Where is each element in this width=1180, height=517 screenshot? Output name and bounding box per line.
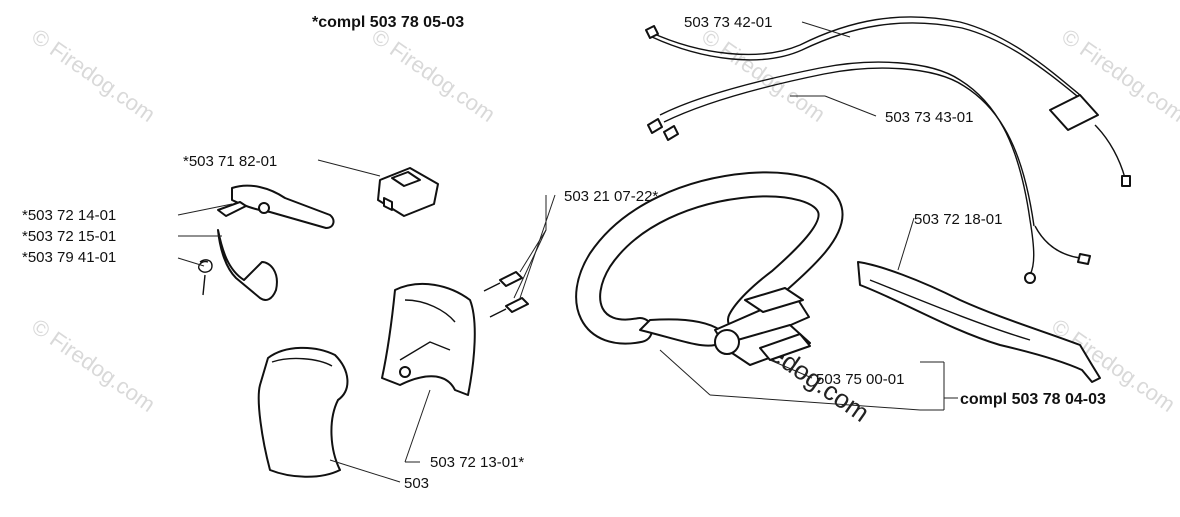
label-503-72-15-01: *503 72 15-01 [22, 228, 116, 245]
throttle-trigger [198, 184, 335, 301]
front-handle [575, 171, 844, 366]
label-503-73-42-01: 503 73 42-01 [684, 14, 772, 31]
label-503-72-13-01: 503 72 13-01* [430, 454, 524, 471]
label-503-79-41-01: *503 79 41-01 [22, 249, 116, 266]
label-503-71-82-01: *503 71 82-01 [183, 153, 277, 170]
watermark-5: © Firedog.com [27, 314, 160, 417]
label-503-72-14-01: *503 72 14-01 [22, 207, 116, 224]
kit-label-top: *compl 503 78 05-03 [312, 14, 464, 31]
leader-lines [177, 21, 958, 483]
screws [483, 271, 529, 318]
handle-cover [257, 346, 349, 478]
rear-handle-bar [857, 261, 1101, 383]
label-503-73-43-01: 503 73 43-01 [885, 109, 973, 126]
watermark-1: © Firedog.com [27, 24, 160, 127]
watermark-3: © Firedog.com [697, 24, 830, 127]
watermarks: © Firedog.com © Firedog.com © Firedog.co… [27, 24, 1180, 428]
label-503: 503 [404, 475, 429, 492]
label-503-21-07-22: 503 21 07-22* [564, 188, 658, 205]
kit-label-right: compl 503 78 04-03 [960, 391, 1106, 408]
label-503-75-00-01: 503 75 00-01 [816, 371, 904, 388]
stop-switch [377, 167, 439, 217]
watermark-2: © Firedog.com [367, 24, 500, 127]
handle-housing [381, 283, 476, 396]
label-503-72-18-01: 503 72 18-01 [914, 211, 1002, 228]
throttle-cables [645, 16, 1131, 284]
